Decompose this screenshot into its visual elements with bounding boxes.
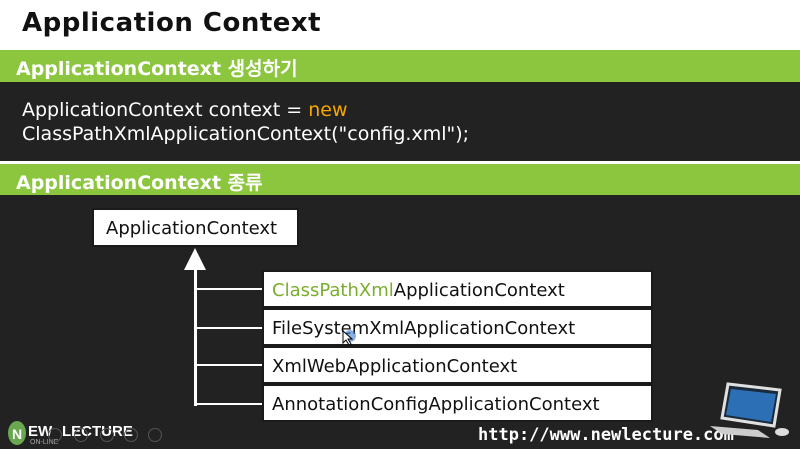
root-class-box: ApplicationContext (92, 208, 299, 247)
footer-url: http://www.newlecture.com (478, 425, 734, 445)
section-heading-create: ApplicationContext 생성하기 (0, 50, 800, 82)
subclass-box-2: FileSystemXmlApplicationContext (262, 308, 653, 346)
subclass-1-highlight: ClassPathXml (272, 280, 394, 301)
player-play-icon[interactable] (74, 428, 88, 442)
player-more-icon[interactable] (148, 428, 162, 442)
player-option-icon[interactable] (124, 428, 138, 442)
subclass-box-1: ClassPathXmlApplicationContext (262, 270, 653, 308)
slide-title: Application Context (22, 8, 322, 38)
inheritance-trunk (194, 269, 197, 406)
section-heading-types-label: ApplicationContext 종류 (16, 172, 263, 194)
subclass-box-3: XmlWebApplicationContext (262, 346, 653, 384)
logo-n: N (12, 426, 22, 442)
title-bar: Application Context (0, 0, 800, 50)
logo-lecture: LECTURE (62, 423, 133, 440)
branch-line-1 (195, 288, 263, 290)
player-next-icon[interactable] (100, 428, 114, 442)
separator (0, 161, 800, 164)
subclass-4-label: AnnotationConfigApplicationContext (272, 394, 600, 415)
inheritance-arrowhead (184, 248, 206, 270)
subclass-3-label: XmlWebApplicationContext (272, 356, 518, 377)
mouse-cursor-icon (342, 330, 356, 346)
logo-leaf-icon: N (8, 421, 26, 445)
branch-line-3 (195, 364, 263, 366)
keyword-new: new (308, 99, 348, 121)
subclass-2-label: FileSystemXmlApplicationContext (272, 318, 576, 339)
code-line-1: ApplicationContext context = new (22, 98, 469, 122)
subclass-1-label: ApplicationContext (393, 280, 565, 301)
logo-ew: EW (28, 423, 53, 440)
player-prev-icon[interactable] (48, 428, 62, 442)
code-line-2: ClassPathXmlApplicationContext("config.x… (22, 123, 470, 145)
branch-line-4 (195, 403, 263, 405)
section-heading-types: ApplicationContext 종류 (0, 164, 800, 195)
branch-line-2 (195, 327, 263, 329)
code-text: ApplicationContext context = (22, 99, 309, 121)
logo-online: ON-LINE (30, 439, 59, 446)
section-heading-create-label: ApplicationContext 생성하기 (16, 58, 298, 80)
code-block: ApplicationContext context = new ClassPa… (22, 98, 469, 146)
computer-illustration-icon (710, 382, 789, 438)
subclass-box-4: AnnotationConfigApplicationContext (262, 384, 653, 422)
